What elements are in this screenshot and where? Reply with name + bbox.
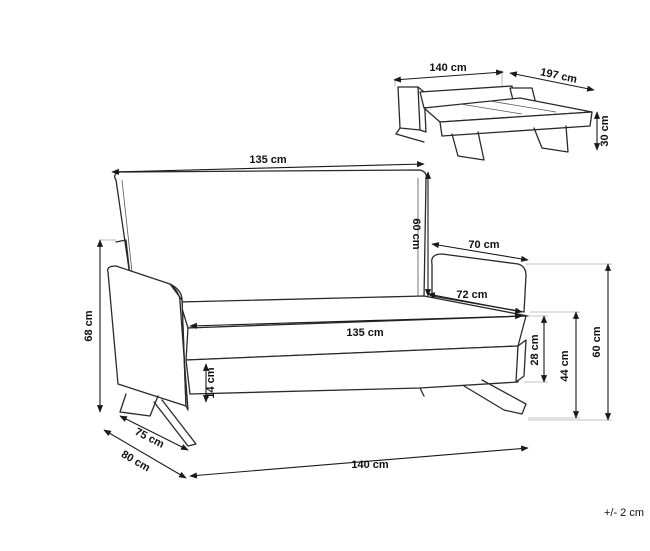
leg-clearance-dimension: 14 cm xyxy=(202,363,217,403)
seat-height-dimension: 44 cm xyxy=(528,311,580,419)
bed-width-dimension: 140 cm xyxy=(393,62,504,87)
total-height-dimension: 68 cm xyxy=(83,239,116,413)
tolerance-note: +/- 2 cm xyxy=(604,507,644,519)
seat-cushion-height-label: 28 cm xyxy=(529,334,541,365)
bed-width-label: 140 cm xyxy=(429,62,467,74)
seat-width-dimension: 135 cm xyxy=(189,313,523,339)
sofa-bed-unfolded-drawing xyxy=(395,85,593,161)
arm-depth-label: 70 cm xyxy=(468,239,499,251)
seat-height-label: 44 cm xyxy=(559,350,571,381)
leg-clearance-label: 14 cm xyxy=(205,367,217,398)
arm-depth-dimension: 70 cm xyxy=(431,239,529,262)
seat-cushion-height-dimension: 28 cm xyxy=(524,315,548,383)
inner-depth-label: 75 cm xyxy=(133,426,166,451)
seat-width-label: 135 cm xyxy=(346,327,384,339)
total-height-label: 68 cm xyxy=(83,310,95,341)
seat-depth-label: 72 cm xyxy=(456,289,487,301)
seat-depth-dimension: 72 cm xyxy=(427,289,523,314)
total-width-dimension: 140 cm xyxy=(189,445,529,479)
arm-height-dimension: 60 cm xyxy=(526,263,612,421)
back-height-dimension: 60 cm xyxy=(410,171,432,297)
back-width-dimension: 135 cm xyxy=(111,154,425,175)
back-width-label: 135 cm xyxy=(249,154,287,166)
sofa-main-drawing xyxy=(107,169,529,447)
total-width-label: 140 cm xyxy=(351,459,389,471)
mattress-height-label: 30 cm xyxy=(599,115,611,146)
arm-height-label: 60 cm xyxy=(591,326,603,357)
back-height-label: 60 cm xyxy=(410,218,422,249)
mattress-height-dimension: 30 cm xyxy=(593,111,611,151)
total-depth-label: 80 cm xyxy=(119,448,152,474)
bed-length-dimension: 197 cm xyxy=(509,66,595,92)
